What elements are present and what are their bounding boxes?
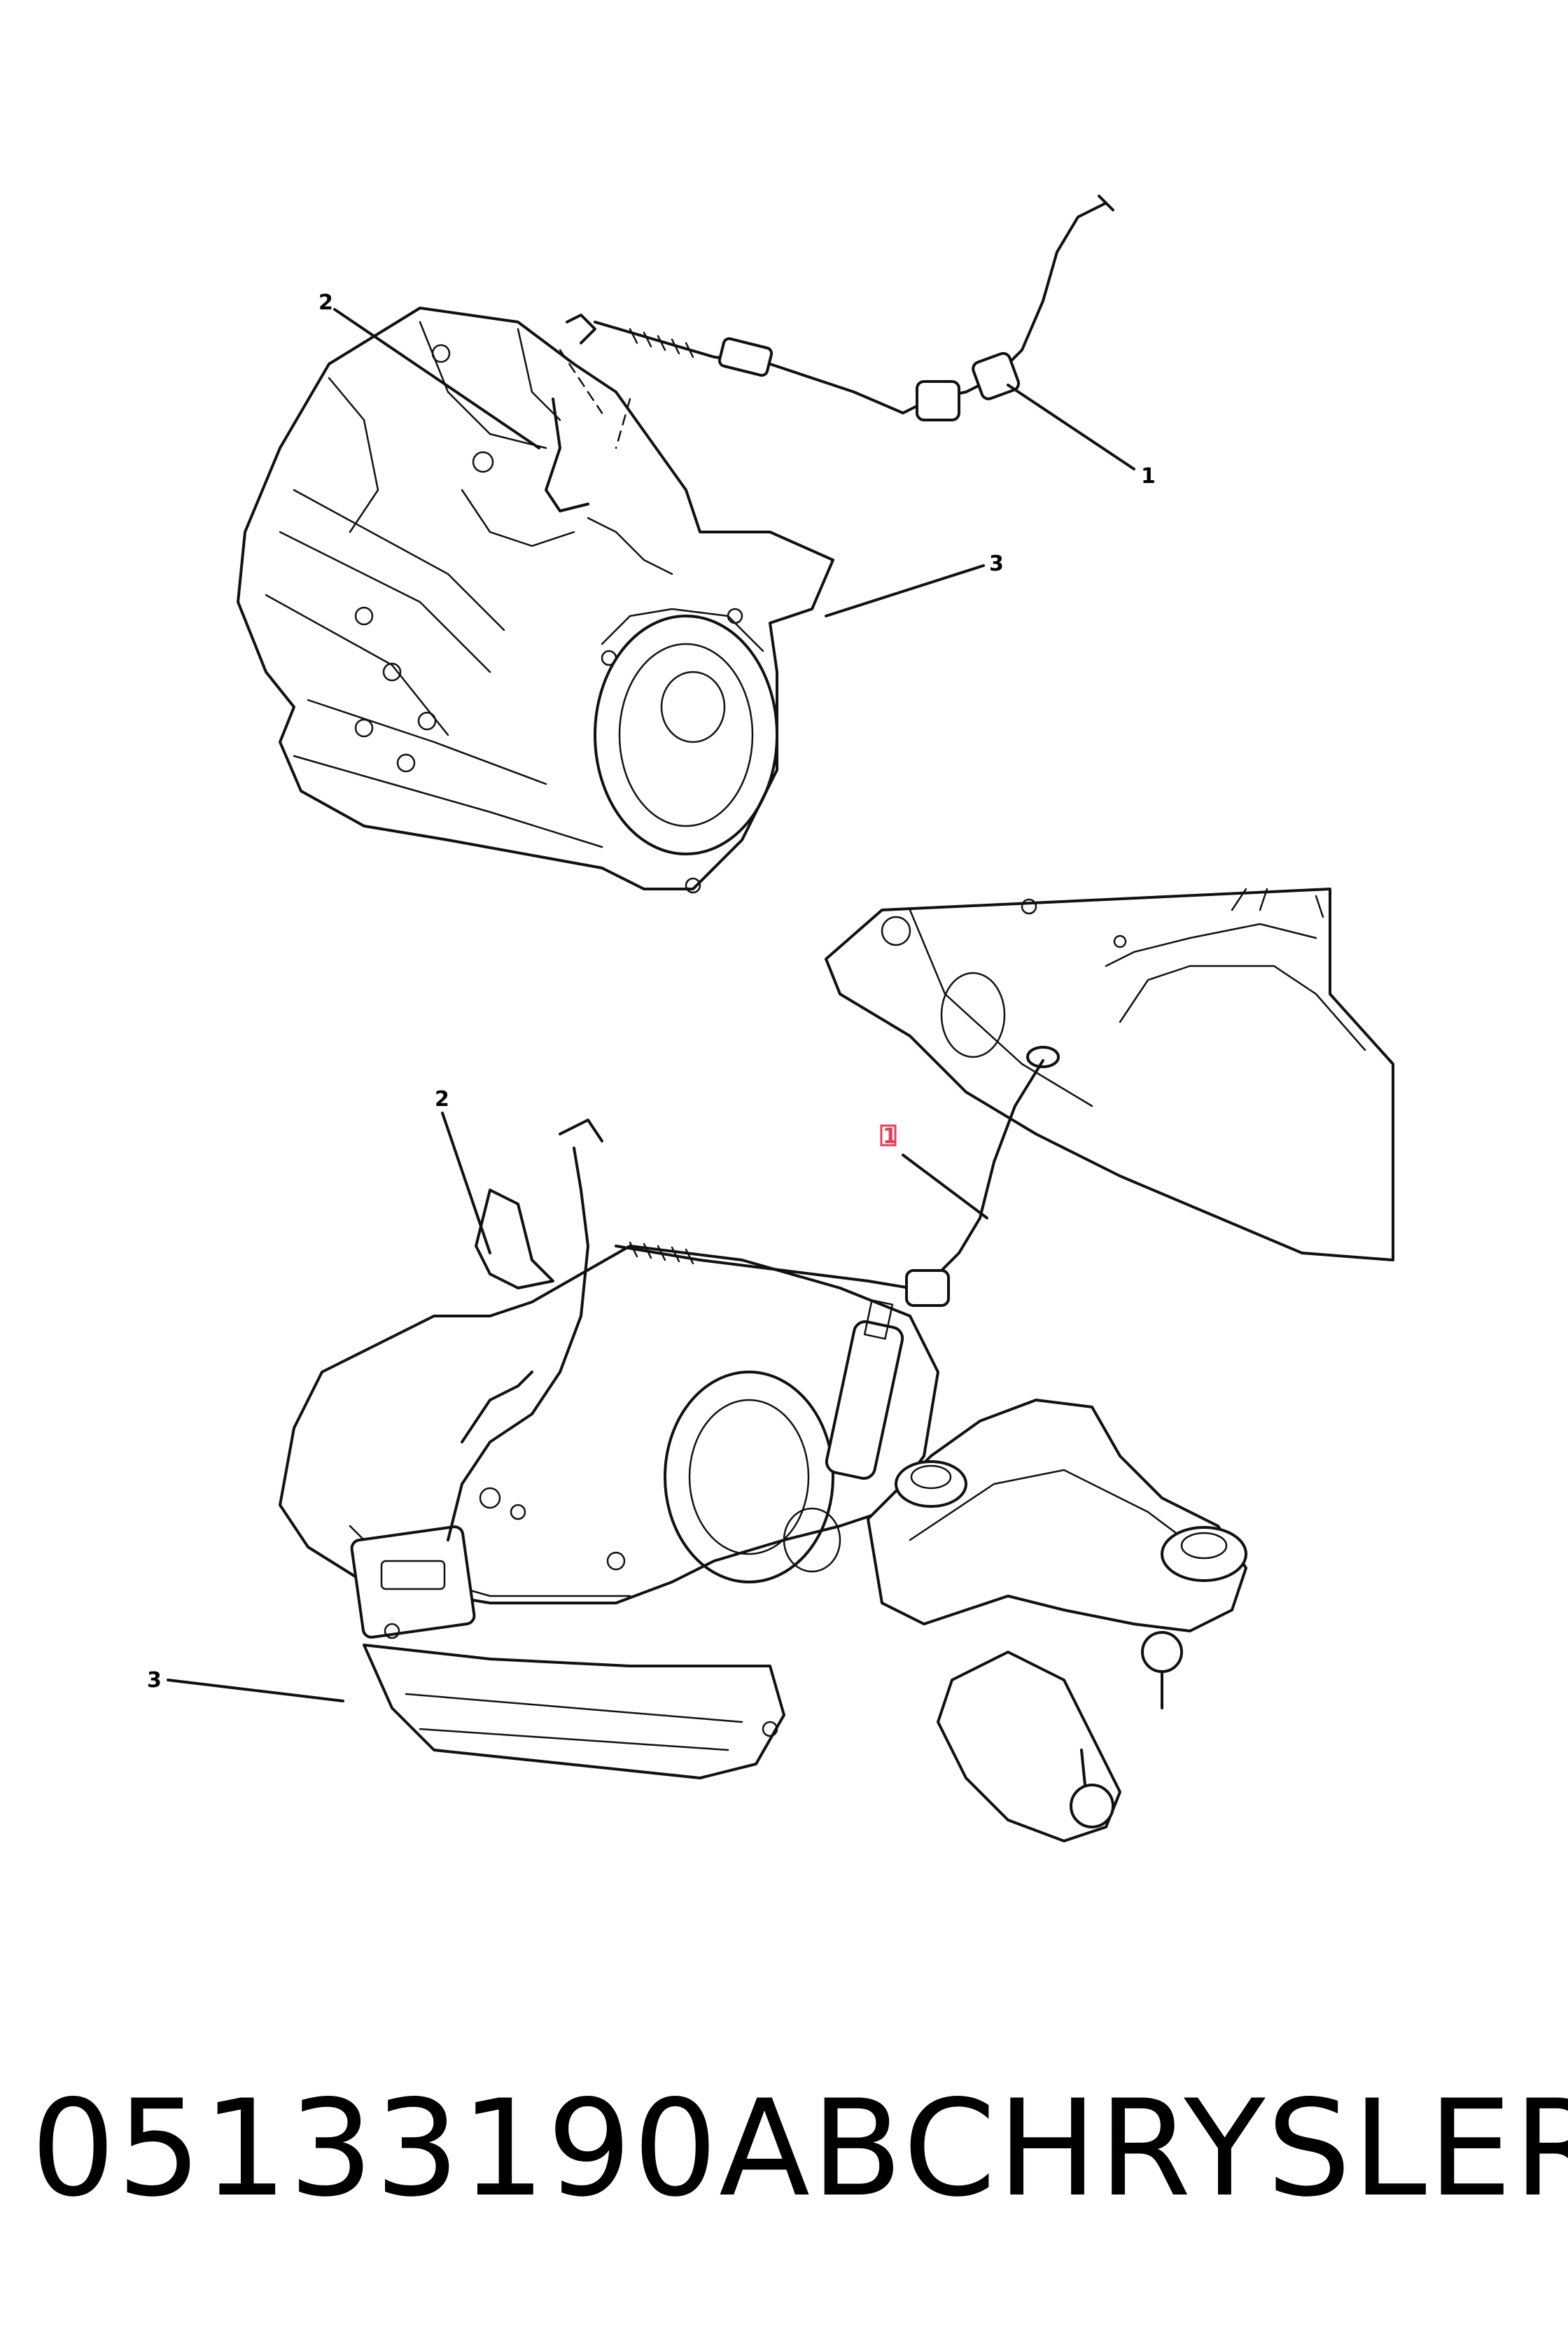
lower-installed-illustration — [279, 888, 1394, 1842]
upper-callout-2: 2 — [318, 290, 333, 315]
upper-transaxle-illustration — [237, 195, 1114, 894]
parts-diagram: 2 1 3 2 1 3 — [147, 195, 1394, 1842]
lower-callout-2: 2 — [435, 1087, 449, 1112]
lower-callout-3: 3 — [147, 1668, 162, 1693]
lower-callout-1: 1 — [883, 1124, 897, 1149]
upper-leader-lines — [333, 308, 1135, 617]
brand-name: CHRYSLER — [903, 2071, 1568, 2226]
part-number: 05133190AB — [31, 2071, 904, 2226]
lower-callout-1-highlight — [880, 1124, 897, 1147]
upper-callout-1: 1 — [1141, 464, 1156, 489]
upper-callout-3: 3 — [989, 552, 1004, 576]
lower-leader-lines — [167, 1112, 988, 1702]
